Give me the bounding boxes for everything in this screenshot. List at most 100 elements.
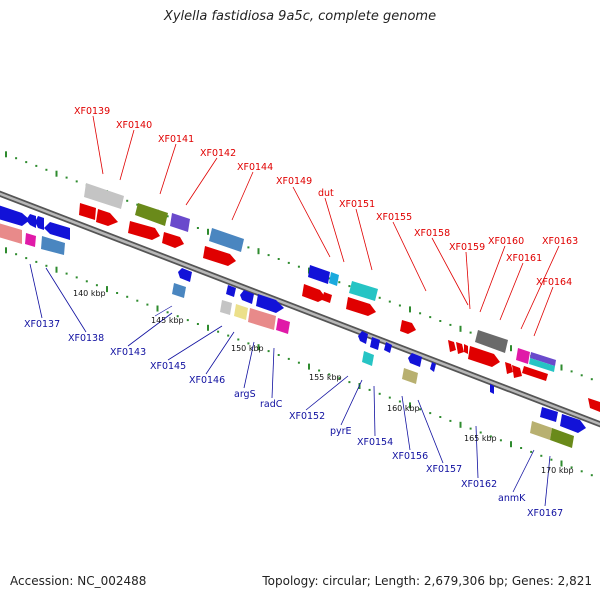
gene-feature[interactable] (248, 308, 276, 330)
gene-label[interactable]: XF0160 (488, 236, 524, 247)
gene-label[interactable]: XF0155 (376, 212, 412, 223)
gene-feature[interactable] (358, 331, 368, 344)
gene-feature[interactable] (540, 407, 558, 422)
gene-feature[interactable] (560, 414, 586, 433)
gene-label[interactable]: XF0164 (536, 277, 572, 288)
gene-label[interactable]: XF0157 (426, 464, 462, 475)
gene-feature[interactable] (529, 358, 555, 372)
tick-dots (5, 151, 593, 477)
gene-feature[interactable] (475, 330, 508, 353)
gene-feature[interactable] (178, 268, 192, 282)
gene-feature[interactable] (41, 236, 65, 255)
gene-feature[interactable] (25, 233, 36, 247)
gene-label[interactable]: XF0140 (116, 120, 152, 131)
gene-label[interactable]: pyrE (330, 426, 352, 437)
scale-tick-dot (388, 300, 391, 303)
gene-label[interactable]: XF0145 (150, 361, 186, 372)
gene-feature[interactable] (464, 344, 468, 354)
gene-feature[interactable] (322, 292, 332, 303)
gene-feature[interactable] (135, 203, 168, 226)
gene-feature[interactable] (240, 290, 254, 304)
gene-feature[interactable] (220, 300, 232, 315)
gene-label[interactable]: XF0158 (414, 228, 450, 239)
gene-feature[interactable] (402, 368, 418, 384)
gene-feature[interactable] (448, 340, 456, 352)
gene-feature[interactable] (308, 265, 330, 284)
gene-feature[interactable] (170, 213, 190, 232)
gene-feature[interactable] (408, 353, 422, 367)
gene-label[interactable]: XF0137 (24, 319, 60, 330)
gene-feature[interactable] (490, 384, 494, 394)
scale-label: 150 kbp (231, 344, 264, 353)
scale-tick-dot (368, 388, 371, 391)
gene-feature[interactable] (84, 183, 124, 209)
gene-label[interactable]: XF0162 (461, 479, 497, 490)
gene-label[interactable]: XF0138 (68, 333, 104, 344)
gene-label[interactable]: XF0159 (449, 242, 485, 253)
gene-feature[interactable] (0, 204, 30, 226)
gene-feature[interactable] (346, 297, 376, 316)
gene-label[interactable]: XF0142 (200, 148, 236, 159)
scale-tick-dot (217, 330, 220, 333)
gene-feature[interactable] (384, 342, 392, 353)
gene-feature[interactable] (234, 304, 248, 320)
gene-feature[interactable] (468, 346, 500, 367)
gene-feature[interactable] (209, 228, 244, 252)
gene-label[interactable]: XF0141 (158, 134, 194, 145)
scale-tick-dot (106, 286, 108, 293)
gene-feature[interactable] (329, 272, 339, 286)
gene-features[interactable] (0, 183, 600, 448)
gene-feature[interactable] (276, 318, 290, 334)
gene-label[interactable]: XF0139 (74, 106, 110, 117)
gene-feature[interactable] (44, 222, 70, 240)
gene-feature[interactable] (362, 351, 374, 366)
gene-label[interactable]: XF0144 (237, 162, 273, 173)
gene-feature[interactable] (430, 362, 436, 372)
gene-label[interactable]: XF0151 (339, 199, 375, 210)
gene-feature[interactable] (79, 203, 96, 220)
gene-label[interactable]: XF0163 (542, 236, 578, 247)
gene-label[interactable]: XF0149 (276, 176, 312, 187)
gene-label[interactable]: XF0156 (392, 451, 428, 462)
gene-feature[interactable] (26, 214, 36, 228)
gene-feature[interactable] (349, 281, 378, 301)
scale-tick-dot (85, 280, 88, 283)
gene-label[interactable]: radC (260, 399, 283, 410)
gene-feature[interactable] (522, 366, 548, 381)
gene-label[interactable]: XF0146 (189, 375, 225, 386)
gene-feature[interactable] (530, 421, 552, 440)
gene-feature[interactable] (172, 283, 186, 298)
gene-feature[interactable] (162, 232, 184, 248)
gene-label[interactable]: dut (318, 188, 334, 199)
gene-label[interactable]: argS (234, 389, 256, 400)
gene-label[interactable]: XF0167 (527, 508, 563, 519)
gene-feature[interactable] (302, 284, 326, 302)
gene-feature[interactable] (0, 222, 22, 244)
gene-feature[interactable] (456, 342, 464, 354)
gene-feature[interactable] (96, 209, 118, 226)
gene-feature[interactable] (226, 285, 236, 297)
gene-feature[interactable] (128, 221, 160, 240)
gene-feature[interactable] (256, 294, 284, 313)
gene-feature[interactable] (550, 428, 574, 448)
gene-feature[interactable] (588, 398, 600, 412)
gene-feature[interactable] (35, 216, 44, 230)
scale-tick-dot (95, 284, 98, 287)
gene-feature[interactable] (516, 348, 530, 364)
gene-feature[interactable] (203, 246, 236, 266)
gene-label[interactable]: XF0154 (357, 437, 393, 448)
gene-feature[interactable] (505, 362, 513, 374)
gene-feature[interactable] (400, 320, 416, 334)
gene-feature[interactable] (530, 352, 556, 366)
scale-labels: 140 kbp 145 kbp 150 kbp 155 kbp 160 kbp … (73, 289, 574, 475)
gene-feature[interactable] (512, 365, 522, 378)
gene-label[interactable]: XF0143 (110, 347, 146, 358)
scale-tick-dot (247, 342, 250, 345)
gene-label[interactable]: XF0152 (289, 411, 325, 422)
gene-feature[interactable] (370, 337, 380, 350)
scale-tick-dot (267, 254, 270, 257)
scale-tick-dot (15, 157, 18, 160)
gene-label[interactable]: XF0161 (506, 253, 542, 264)
gene-label[interactable]: anmK (498, 493, 526, 504)
